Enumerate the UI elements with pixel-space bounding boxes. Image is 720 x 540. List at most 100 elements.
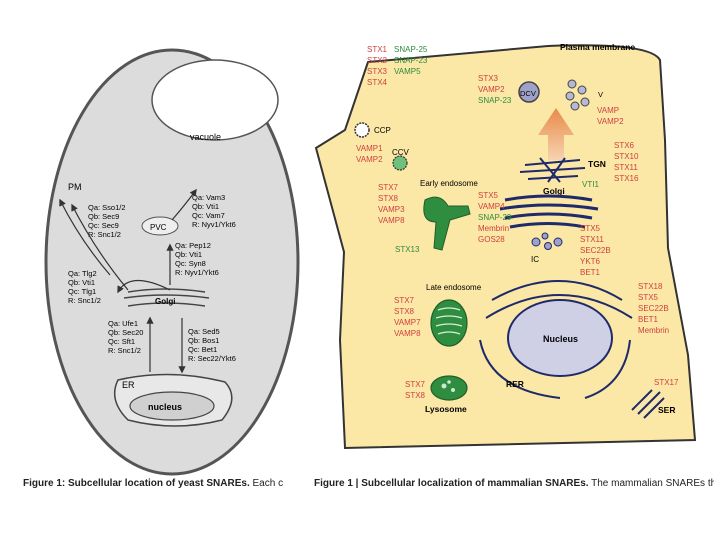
ic-snare-set: STX5 STX11 SEC22B YKT6 BET1 xyxy=(580,224,611,277)
tlg-snare-4: R: Snc1/2 xyxy=(68,296,101,305)
vamp-top-1: VAMP xyxy=(597,106,619,115)
pm-snare-1: Qa: Sso1/2 xyxy=(88,203,126,212)
pm-stx-2: STX2 xyxy=(367,56,388,65)
tlg-snare-set: Qa: Tlg2 Qb: Vti1 Qc: Tlg1 R: Snc1/2 xyxy=(68,269,101,305)
pvc-snare-3: Qc: Syn8 xyxy=(175,259,206,268)
lyso-snare-1: STX7 xyxy=(405,380,426,389)
pm-snare-set: Qa: Sso1/2 Qb: Sec9 Qc: Sec9 R: Snc1/2 xyxy=(88,203,126,239)
late-snare-2: STX8 xyxy=(394,307,415,316)
tgn-snare-set: STX6 STX10 STX11 STX16 xyxy=(614,141,639,183)
er-golgi-snare-1: Qa: Ufe1 xyxy=(108,319,138,328)
pm-stx-4: STX4 xyxy=(367,78,388,87)
yeast-figure-caption: Figure 1: Subcellular location of yeast … xyxy=(23,478,285,489)
ic-snare-3: SEC22B xyxy=(580,246,611,255)
plasma-membrane-label: Plasma membrane xyxy=(560,42,635,52)
er-golgi-snare-2: Qb: Sec20 xyxy=(108,328,143,337)
pm-label-text: Plasma membrane xyxy=(560,42,635,52)
golgi-snare-4: Membrin xyxy=(478,224,509,233)
yeast-cell xyxy=(44,48,300,476)
er-snare-1: STX18 xyxy=(638,282,663,291)
golgi-label: Golgi xyxy=(155,297,175,306)
golgi-cisternae xyxy=(499,194,599,229)
ccv-snare-2: VAMP2 xyxy=(356,155,383,164)
golgi-snare-set: STX5 VAMP4 SNAP-29 Membrin GOS28 xyxy=(478,191,512,244)
ic-snare-2: STX11 xyxy=(580,235,604,244)
late-endosome xyxy=(430,299,468,347)
early-snare-set: STX7 STX8 VAMP3 VAMP8 xyxy=(378,183,405,225)
rer-membranes xyxy=(479,280,633,399)
lysosome xyxy=(430,375,468,401)
vamp-top-2: VAMP2 xyxy=(597,117,624,126)
ccv-vesicle xyxy=(392,155,408,171)
nucleus-mammal-label: Nucleus xyxy=(543,334,578,344)
golgi-er-snare-4: R: Sec22/Ykt6 xyxy=(188,354,236,363)
stx17-label: STX17 xyxy=(654,378,679,387)
golgi-snare-1: STX5 xyxy=(478,191,499,200)
ic-vesicles xyxy=(531,232,563,250)
mammal-panel: STX1 SNAP-25 STX2 SNAP-23 STX3 VAMP5 STX… xyxy=(314,42,697,450)
ic-label: IC xyxy=(531,255,539,264)
ccp-pit xyxy=(354,122,370,138)
yeast-panel: vacuole PM Qa: Sso1/2 Qb: Sec9 Qc: Sec9 … xyxy=(44,48,300,476)
golgi-er-snare-3: Qc: Bet1 xyxy=(188,345,217,354)
rer-label: RER xyxy=(506,379,524,389)
early-snare-2: STX8 xyxy=(378,194,399,203)
pm-snap-2: SNAP-23 xyxy=(394,56,428,65)
dcv-snare-set: STX3 VAMP2 SNAP-23 xyxy=(478,74,512,105)
pvc-snare-2: Qb: Vti1 xyxy=(175,250,202,259)
vac-snare-3: Qc: Vam7 xyxy=(192,211,225,220)
early-snare-4: VAMP8 xyxy=(378,216,405,225)
er-snare-4: BET1 xyxy=(638,315,659,324)
tgn-label: TGN xyxy=(588,159,606,169)
late-endosome-folds xyxy=(435,307,463,335)
nucleus xyxy=(507,299,613,377)
pm-label: PM xyxy=(68,182,82,192)
lysosome-label: Lysosome xyxy=(425,404,467,414)
early-snare-1: STX7 xyxy=(378,183,399,192)
mammal-caption-title: Figure 1 | Subcellular localization of m… xyxy=(314,478,589,489)
vacuole-label: vacuole xyxy=(190,132,221,142)
er-label: ER xyxy=(122,380,135,390)
vac-snare-1: Qa: Vam3 xyxy=(192,193,225,202)
vac-snare-4: R: Nyv1/Ykt6 xyxy=(192,220,236,229)
tgn-network xyxy=(519,157,586,183)
nucleus-label: nucleus xyxy=(148,402,182,412)
early-snare-3: VAMP3 xyxy=(378,205,405,214)
dcv-snare-3: SNAP-23 xyxy=(478,96,512,105)
yeast-caption-title: Figure 1: Subcellular location of yeast … xyxy=(23,478,250,489)
golgi-snare-3: SNAP-29 xyxy=(478,213,512,222)
vacuole xyxy=(151,59,279,141)
yeast-caption-text: Each c xyxy=(249,478,284,489)
er-golgi-snare-3: Qc: Sft1 xyxy=(108,337,135,346)
pvc-label: PVC xyxy=(150,223,167,232)
late-endosome-text: Late endosome xyxy=(426,283,482,292)
late-snare-4: VAMP8 xyxy=(394,329,421,338)
ccp-label: CCP xyxy=(374,126,391,135)
late-snare-3: VAMP7 xyxy=(394,318,421,327)
pvc-snare-4: R: Nyv1/Ykt6 xyxy=(175,268,219,277)
pm-snare-4: R: Snc1/2 xyxy=(88,230,121,239)
tlg-snare-1: Qa: Tlg2 xyxy=(68,269,97,278)
er-golgi-snare-4: R: Snc1/2 xyxy=(108,346,141,355)
synaptic-vesicles xyxy=(565,79,590,111)
mammal-caption-text: The mammalian SNAREs that xyxy=(588,478,714,489)
tgn-snare-2: STX10 xyxy=(614,152,639,161)
lysosome-granules xyxy=(441,380,455,392)
dcv-snare-1: STX3 xyxy=(478,74,499,83)
late-snare-set: STX7 STX8 VAMP7 VAMP8 xyxy=(394,296,421,338)
dcv-vesicle xyxy=(518,81,540,103)
tgn-snare-3: STX11 xyxy=(614,163,638,172)
pvc-compartment xyxy=(141,216,179,236)
golgi-snare-5: GOS28 xyxy=(478,235,505,244)
exocytosis-arrow xyxy=(538,108,574,160)
vac-snare-set: Qa: Vam3 Qb: Vti1 Qc: Vam7 R: Nyv1/Ykt6 xyxy=(192,193,236,229)
golgi-stack xyxy=(123,288,210,307)
er-snare-set: STX18 STX5 SEC22B BET1 Membrin xyxy=(638,282,669,335)
pm-snare-list: STX1 SNAP-25 STX2 SNAP-23 STX3 VAMP5 STX… xyxy=(367,45,428,87)
nucleus-shape xyxy=(129,391,215,421)
tlg-snare-2: Qb: Vti1 xyxy=(68,278,95,287)
yeast-arrows xyxy=(59,188,197,374)
pm-stx-3: STX3 xyxy=(367,67,388,76)
dcv-snare-2: VAMP2 xyxy=(478,85,505,94)
